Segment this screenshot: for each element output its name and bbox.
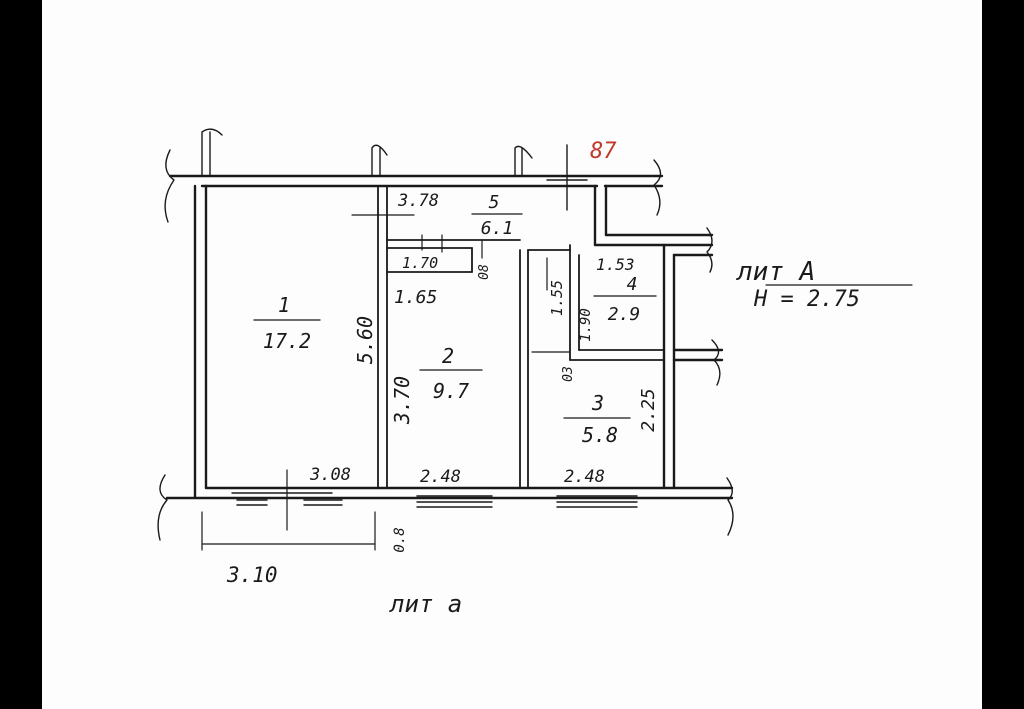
- dim-5-60: 5.60: [353, 316, 377, 364]
- dim-0-8: 0.8: [392, 527, 408, 552]
- floor-plan: 87 лит А Н = 2.75 лит а 1 17.2 2 9.7 3 5…: [157, 128, 913, 618]
- windows: [231, 492, 638, 508]
- dim-03: 03: [561, 366, 576, 382]
- dim-1-55: 1.55: [548, 280, 566, 316]
- dim-3-70: 3.70: [390, 376, 414, 425]
- room-2-number: 2: [442, 344, 454, 368]
- plan-sheet: 87 лит А Н = 2.75 лит а 1 17.2 2 9.7 3 5…: [42, 0, 982, 709]
- dim-1-53: 1.53: [596, 255, 635, 274]
- dim-1-70: 1.70: [402, 254, 438, 272]
- building-label-bottom: лит а: [389, 590, 462, 618]
- dim-2-48-room2: 2.48: [420, 467, 461, 487]
- dim-1-90: 1.90: [578, 308, 594, 342]
- room-3-number: 3: [591, 391, 604, 415]
- dim-08: 08: [477, 264, 492, 280]
- dim-2-25: 2.25: [638, 388, 659, 431]
- dimension-lines: [201, 214, 913, 551]
- interior-walls: [377, 185, 665, 489]
- dim-1-65: 1.65: [394, 287, 437, 308]
- room-3-area: 5.8: [582, 423, 618, 447]
- ceiling-height: Н = 2.75: [753, 287, 860, 312]
- dim-2-48-room3: 2.48: [564, 467, 605, 487]
- dim-3-78: 3.78: [397, 191, 439, 211]
- room-5-area: 6.1: [481, 218, 514, 239]
- room-4-area: 2.9: [608, 304, 641, 325]
- break-lines: [157, 128, 734, 541]
- dim-3-10: 3.10: [226, 563, 278, 587]
- labels: 87 лит А Н = 2.75 лит а 1 17.2 2 9.7 3 5…: [226, 139, 860, 618]
- sheet-number: 87: [590, 139, 617, 164]
- room-2-area: 9.7: [433, 379, 469, 403]
- room-1-area: 17.2: [263, 329, 311, 353]
- dim-3-08: 3.08: [309, 465, 351, 485]
- room-4-number: 4: [627, 274, 638, 295]
- building-label-right: лит А: [736, 257, 815, 287]
- outer-walls: [165, 174, 734, 500]
- room-5-number: 5: [489, 192, 500, 213]
- room-1-number: 1: [278, 293, 290, 317]
